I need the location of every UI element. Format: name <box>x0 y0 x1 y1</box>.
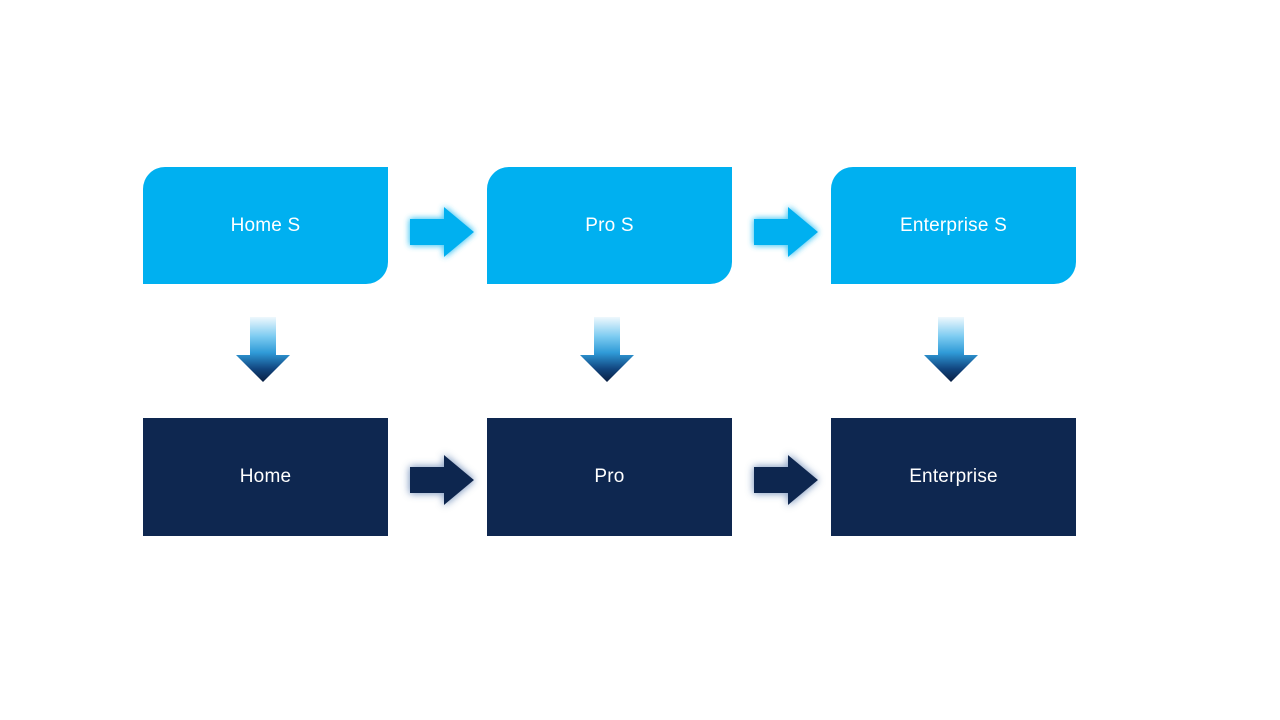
node-pro-s: Pro S <box>487 167 732 284</box>
node-pro: Pro <box>487 418 732 536</box>
node-enterprise-s-label: Enterprise S <box>900 214 1007 236</box>
node-home-s-label: Home S <box>230 214 301 236</box>
down-arrow-icon-3 <box>924 317 978 382</box>
node-home-label: Home <box>239 466 292 487</box>
right-arrow-icon-top-2 <box>754 207 818 257</box>
down-arrow-icon-1 <box>236 317 290 382</box>
node-pro-label: Pro <box>594 466 625 487</box>
node-enterprise-s: Enterprise S <box>831 167 1076 284</box>
right-arrow-icon-top-1 <box>410 207 474 257</box>
right-arrow-icon-bottom-1 <box>410 455 474 505</box>
node-pro-s-label: Pro S <box>585 214 634 236</box>
node-enterprise-label: Enterprise <box>909 466 998 487</box>
node-enterprise: Enterprise <box>831 418 1076 536</box>
right-arrow-icon-bottom-2 <box>754 455 818 505</box>
node-home-s: Home S <box>143 167 388 284</box>
down-arrow-icon-2 <box>580 317 634 382</box>
node-home: Home <box>143 418 388 536</box>
